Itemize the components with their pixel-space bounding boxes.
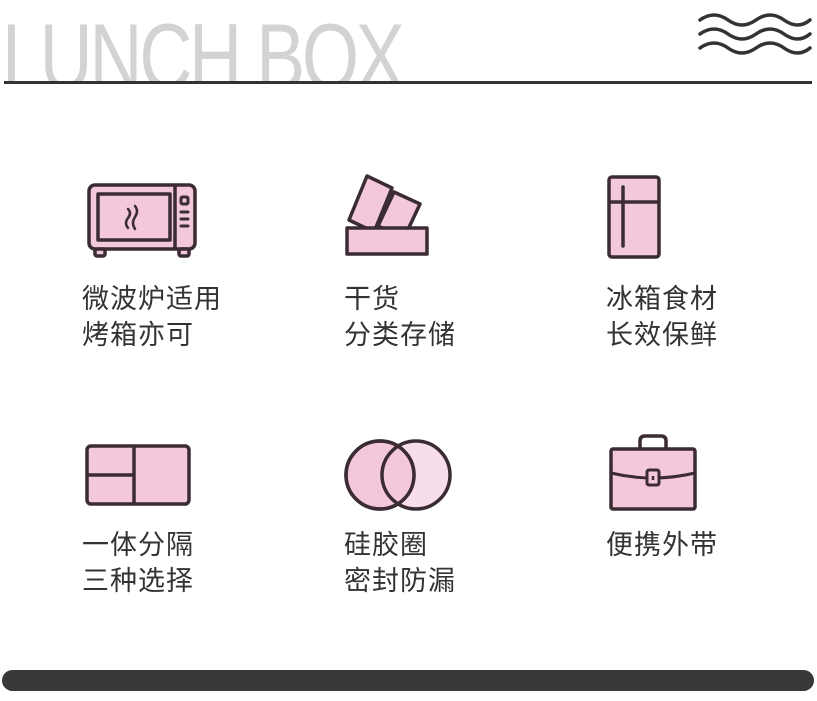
dry-goods-icon xyxy=(345,174,429,256)
feature-compartment-line1: 一体分隔 xyxy=(82,530,194,561)
feature-dry-goods-line1: 干货 xyxy=(344,284,400,315)
silicone-ring-icon xyxy=(344,439,452,511)
feature-compartment-line2: 三种选择 xyxy=(82,566,194,597)
feature-silicone-line2: 密封防漏 xyxy=(344,566,456,597)
microwave-icon xyxy=(87,183,197,258)
feature-microwave-line1: 微波炉适用 xyxy=(82,284,222,315)
feature-fridge-line1: 冰箱食材 xyxy=(606,284,718,315)
bottom-bar xyxy=(2,670,814,691)
feature-briefcase-line1: 便携外带 xyxy=(606,530,718,561)
compartment-icon xyxy=(85,444,191,506)
feature-fridge-line2: 长效保鲜 xyxy=(606,320,718,351)
feature-microwave-line2: 烤箱亦可 xyxy=(82,320,194,351)
page-title: LUNCH BOX xyxy=(2,4,405,83)
header-title-wrap: LUNCH BOX xyxy=(0,0,490,83)
wave-lines-icon xyxy=(698,13,812,55)
top-divider xyxy=(4,81,812,84)
briefcase-icon xyxy=(609,434,697,511)
feature-silicone-line1: 硅胶圈 xyxy=(344,530,428,561)
fridge-icon xyxy=(607,175,661,259)
feature-dry-goods-line2: 分类存储 xyxy=(344,320,456,351)
